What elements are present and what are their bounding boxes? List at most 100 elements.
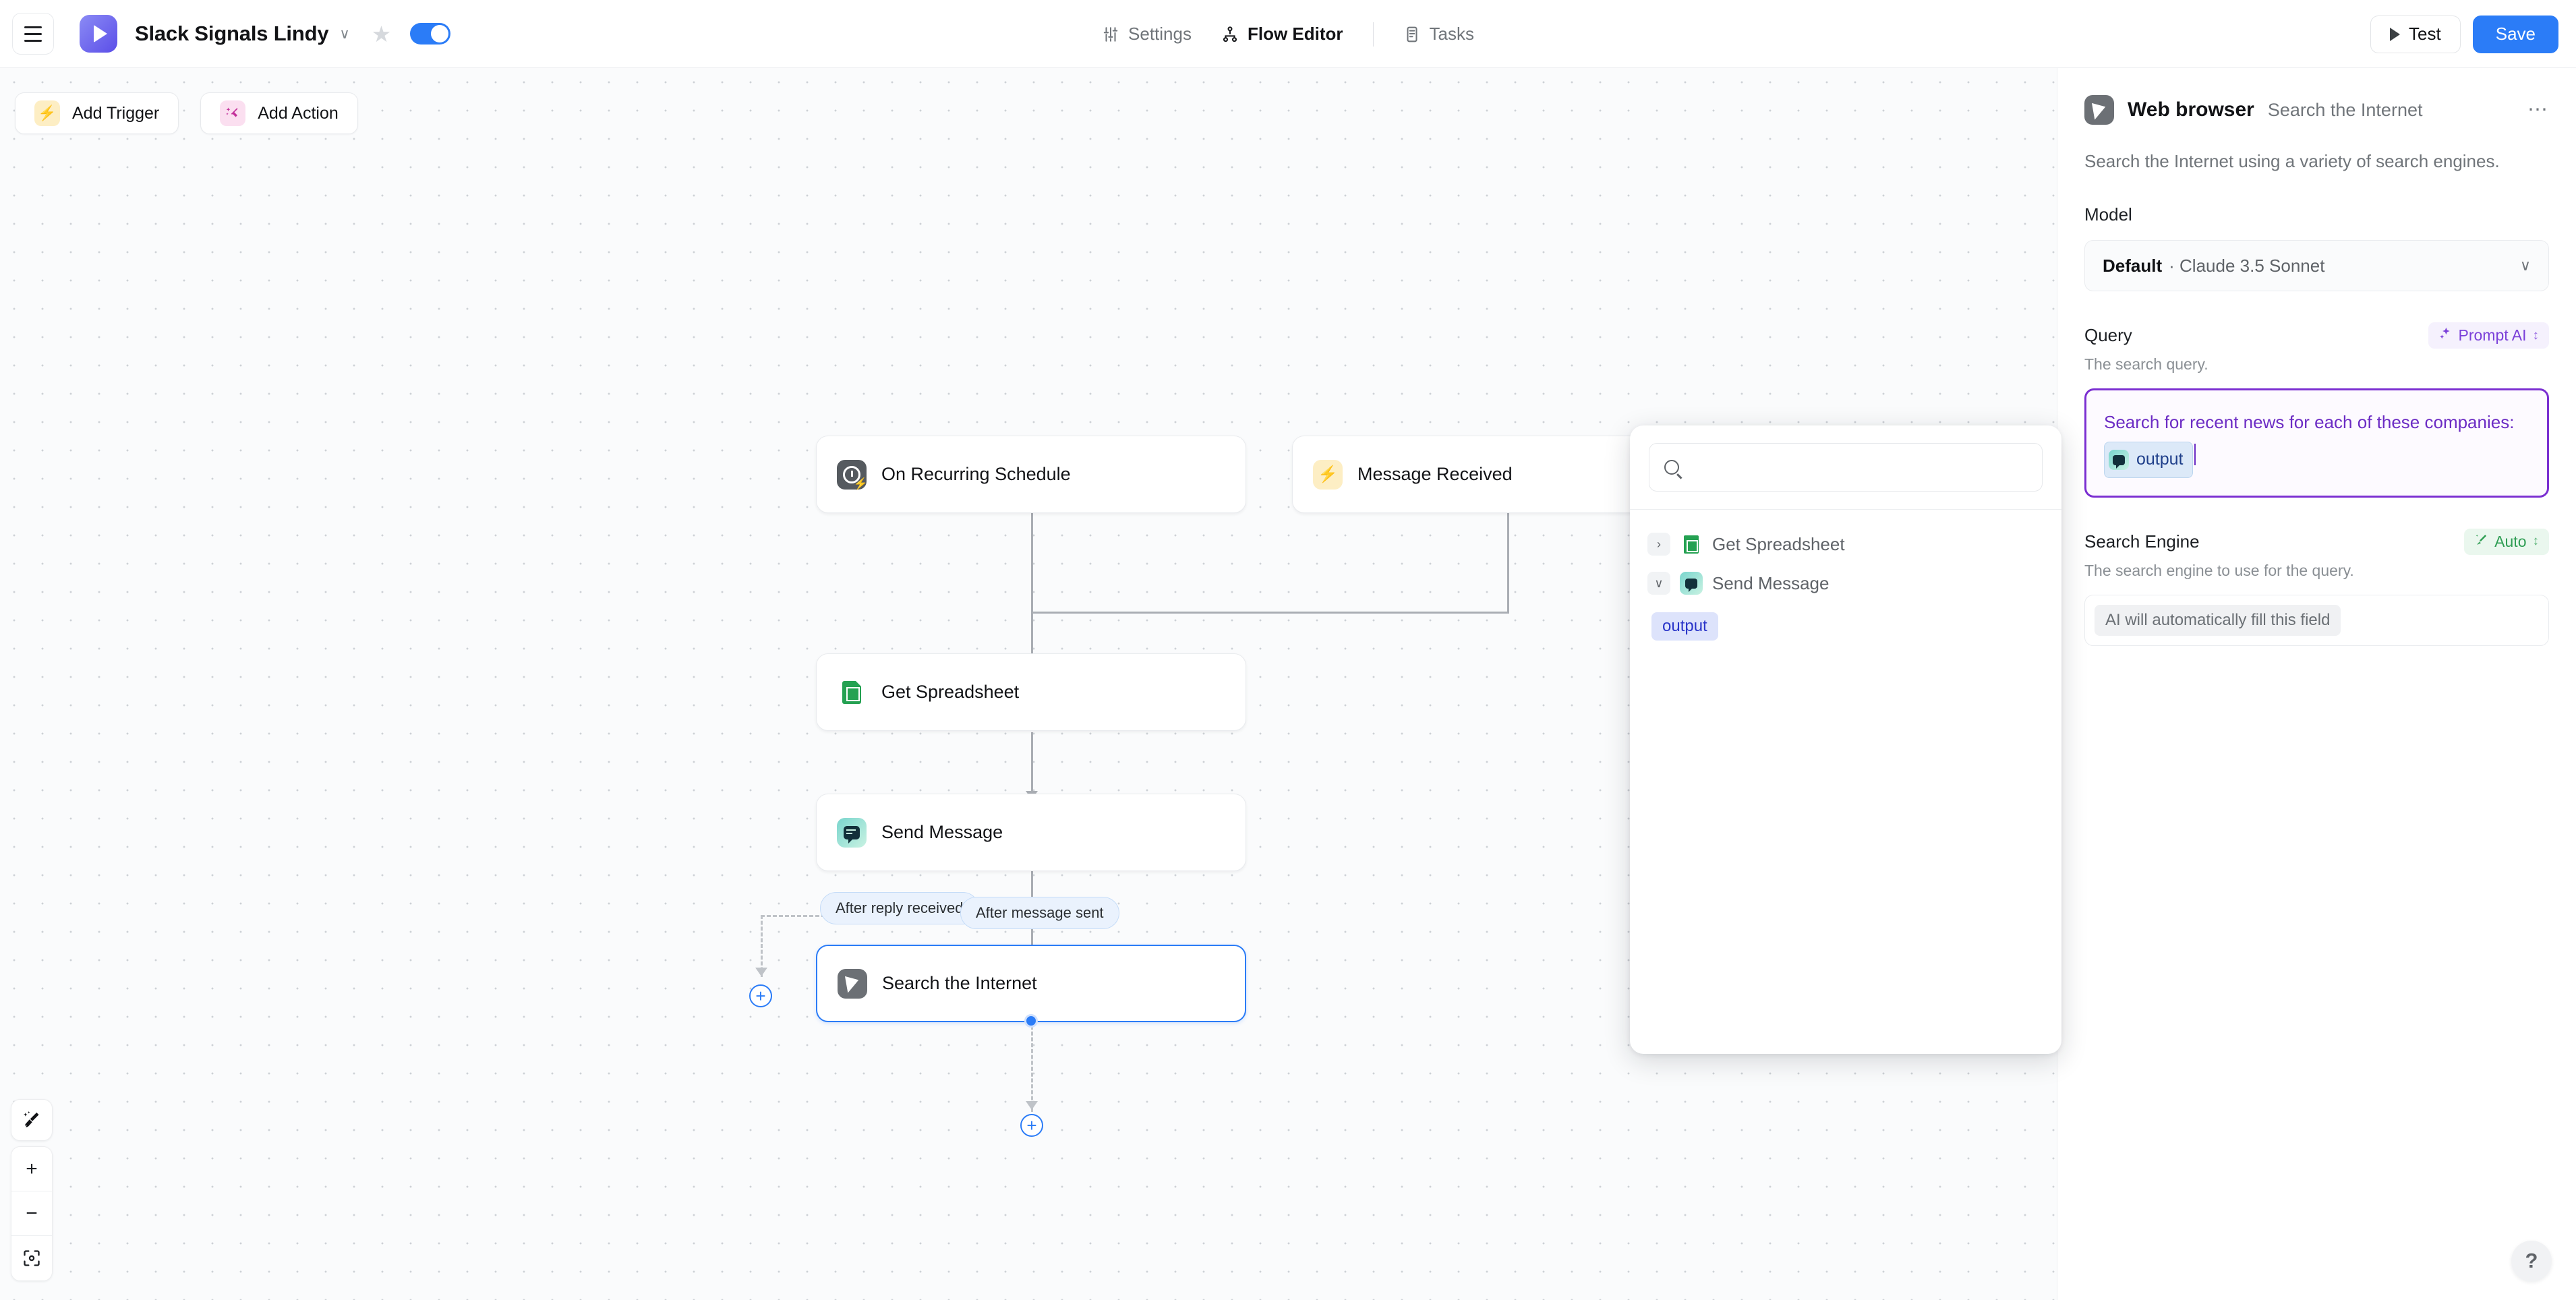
page-title: Slack Signals Lindy	[135, 22, 329, 45]
prompt-ai-label: Prompt AI	[2458, 326, 2527, 345]
field-model-label: Model	[2084, 204, 2132, 225]
edge-dashed-h	[761, 915, 850, 917]
chat-bubble-icon	[1680, 572, 1703, 595]
chevron-down-icon[interactable]: ∨	[1647, 572, 1670, 595]
variable-chip-output[interactable]: output	[1651, 612, 1718, 641]
edge-message-down	[1507, 513, 1509, 613]
node-output-handle[interactable]	[1024, 1014, 1038, 1028]
list-item-label: Send Message	[1712, 572, 1829, 593]
node-send-message[interactable]: Send Message	[816, 794, 1246, 871]
model-select[interactable]: Default · Claude 3.5 Sonnet ∨	[2084, 240, 2549, 292]
variable-list: › Get Spreadsheet ∨ Send Message output	[1630, 510, 2061, 641]
edge-label-after-reply-received[interactable]: After reply received	[820, 892, 979, 924]
picker-divider	[1630, 509, 2061, 510]
search-input[interactable]	[1689, 457, 2027, 477]
add-node-button-branch[interactable]: +	[749, 984, 772, 1007]
chevron-down-icon[interactable]: ∨	[339, 26, 350, 42]
variable-search-field[interactable]	[1649, 443, 2043, 492]
test-button[interactable]: Test	[2370, 15, 2461, 53]
prompt-ai-badge[interactable]: Prompt AI ↕	[2428, 322, 2549, 349]
nav-divider	[1372, 22, 1374, 47]
star-icon[interactable]: ★	[371, 21, 392, 47]
model-value-default: Default	[2103, 255, 2163, 276]
tab-tasks[interactable]: Tasks	[1388, 17, 1489, 51]
zoom-controls: + −	[11, 1146, 53, 1281]
list-item-send-message[interactable]: ∨ Send Message	[1647, 564, 2044, 603]
node-label: Send Message	[881, 822, 1003, 842]
bolt-icon: ⚡	[1313, 459, 1343, 490]
variable-picker-popup: › Get Spreadsheet ∨ Send Message output	[1630, 425, 2061, 1054]
field-query-head: Query Prompt AI ↕	[2084, 322, 2549, 349]
web-browser-icon	[838, 968, 867, 999]
add-trigger-label: Add Trigger	[72, 103, 160, 123]
search-icon	[1664, 460, 1679, 475]
field-model: Model Default · Claude 3.5 Sonnet ∨	[2084, 204, 2549, 292]
model-value-name: · Claude 3.5 Sonnet	[2169, 255, 2325, 276]
node-on-recurring-schedule[interactable]: ⚡ On Recurring Schedule	[816, 436, 1246, 513]
enable-toggle[interactable]	[410, 23, 451, 45]
edge-schedule-down	[1031, 513, 1033, 675]
sitemap-icon	[1221, 26, 1239, 43]
inspector-panel: Web browser Search the Internet ⋯ Search…	[2057, 68, 2576, 1300]
list-item-label: Get Spreadsheet	[1712, 533, 1845, 554]
magic-broom-icon[interactable]	[11, 1099, 53, 1141]
top-bar-left: Slack Signals Lindy ∨ ★	[0, 13, 451, 55]
field-query-desc: The search query.	[2084, 355, 2208, 374]
field-search-engine: Search Engine Auto ↕ The search engine t…	[2084, 528, 2549, 646]
ellipsis-icon[interactable]: ⋯	[2527, 98, 2549, 121]
add-action-button[interactable]: Add Action	[200, 92, 358, 134]
add-action-label: Add Action	[258, 103, 339, 123]
chevron-right-icon[interactable]: ›	[1647, 533, 1670, 556]
edge-dashed-v	[761, 915, 763, 977]
node-label: Message Received	[1357, 464, 1513, 484]
text-caret	[2194, 443, 2196, 465]
zoom-in-button[interactable]: +	[11, 1147, 52, 1191]
query-input[interactable]: Search for recent news for each of these…	[2084, 388, 2549, 498]
top-bar-right: Test Save	[2370, 0, 2558, 68]
google-sheets-icon	[1680, 533, 1703, 556]
google-sheets-icon	[837, 677, 867, 707]
help-button[interactable]: ?	[2511, 1241, 2552, 1281]
auto-badge[interactable]: Auto ↕	[2464, 528, 2549, 555]
field-model-head: Model	[2084, 204, 2549, 225]
query-variable-token[interactable]: output	[2104, 442, 2193, 478]
schedule-icon: ⚡	[837, 459, 868, 490]
app-logo-icon	[80, 15, 117, 53]
edge-spreadsheet-down	[1031, 732, 1033, 803]
hamburger-icon[interactable]	[12, 13, 54, 55]
node-label: Search the Internet	[882, 973, 1037, 993]
fit-view-icon[interactable]	[11, 1236, 52, 1280]
query-text-before: Search for recent news for each of these…	[2104, 412, 2515, 433]
inspector-description: Search the Internet using a variety of s…	[2084, 151, 2500, 171]
tab-tasks-label: Tasks	[1429, 24, 1474, 44]
tab-settings[interactable]: Settings	[1087, 17, 1206, 51]
edge-arrow-dashed-2	[1026, 1101, 1038, 1110]
search-engine-placeholder-chip: AI will automatically fill this field	[2095, 604, 2341, 636]
edge-label-after-message-sent[interactable]: After message sent	[960, 897, 1119, 929]
field-search-engine-label: Search Engine	[2084, 531, 2200, 552]
search-engine-input[interactable]: AI will automatically fill this field	[2084, 594, 2549, 646]
node-search-the-internet[interactable]: Search the Internet	[816, 945, 1246, 1028]
save-button[interactable]: Save	[2472, 15, 2558, 53]
play-icon	[2390, 27, 2401, 41]
edge-arrow-dashed	[755, 968, 767, 976]
chat-bubble-icon	[837, 817, 867, 848]
task-list-icon	[1403, 26, 1421, 43]
magic-wand-icon	[2474, 533, 2488, 551]
zoom-out-button[interactable]: −	[11, 1191, 52, 1236]
chat-bubble-icon	[2109, 450, 2129, 471]
add-node-button-below[interactable]: +	[1020, 1114, 1043, 1137]
inspector-header: Web browser Search the Internet ⋯	[2084, 68, 2549, 125]
add-trigger-button[interactable]: ⚡ Add Trigger	[15, 92, 179, 134]
list-item-get-spreadsheet[interactable]: › Get Spreadsheet	[1647, 525, 2044, 564]
canvas-add-buttons: ⚡ Add Trigger Add Action	[15, 92, 358, 134]
tab-flow-editor[interactable]: Flow Editor	[1206, 17, 1358, 51]
chevron-down-icon[interactable]: ∨	[2519, 257, 2531, 274]
tab-settings-label: Settings	[1128, 24, 1192, 44]
node-get-spreadsheet[interactable]: Get Spreadsheet	[816, 653, 1246, 731]
sparkles-icon	[2438, 326, 2453, 345]
query-variable-label: output	[2136, 450, 2184, 469]
updown-icon: ↕	[2532, 534, 2540, 549]
node-label: On Recurring Schedule	[881, 464, 1071, 484]
